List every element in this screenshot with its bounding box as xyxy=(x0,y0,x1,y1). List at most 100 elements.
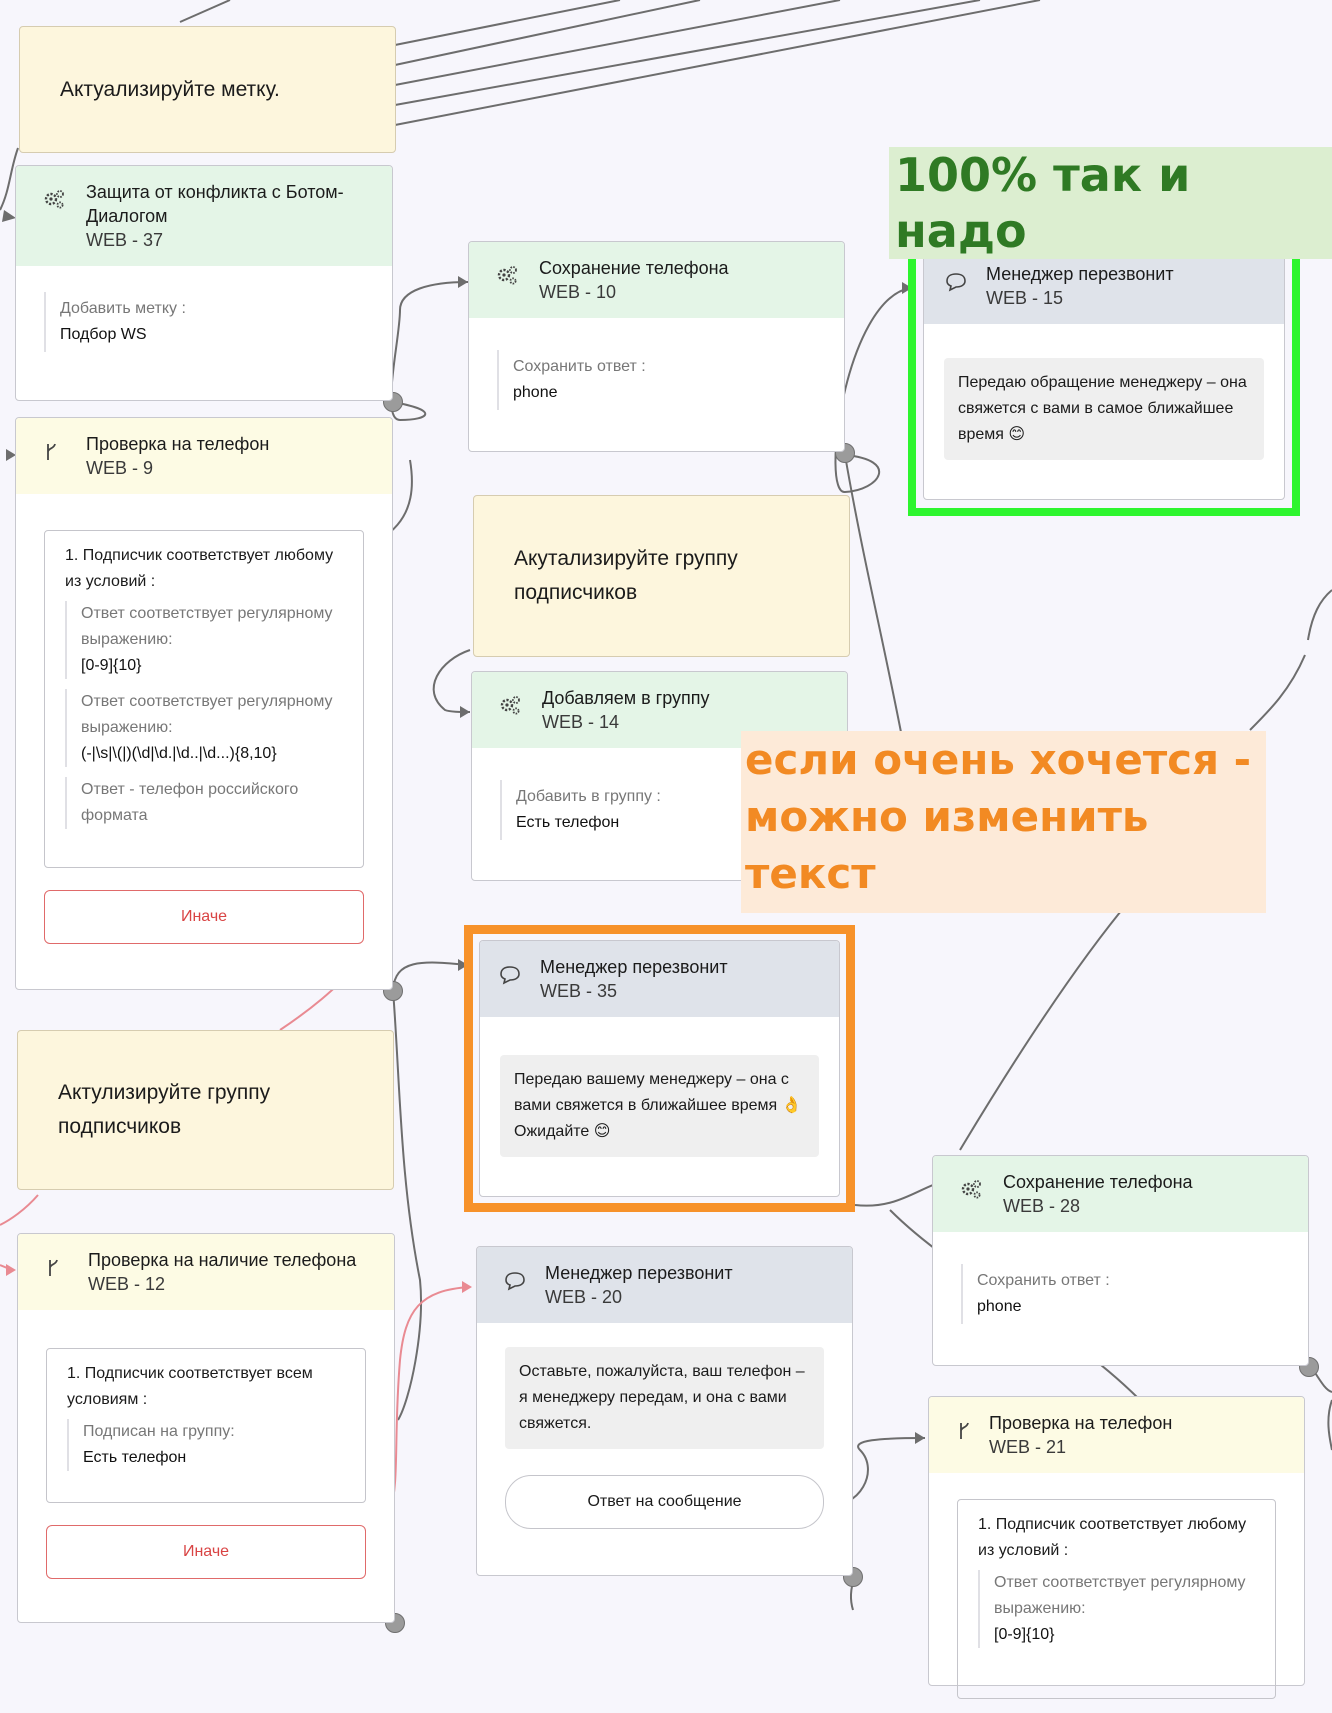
block-header: Сохранение телефона WEB - 10 xyxy=(469,242,844,318)
condition-rule: Ответ соответствует регулярному выражени… xyxy=(978,1570,1255,1648)
wire xyxy=(1249,654,1306,731)
block-web-12[interactable]: Проверка на наличие телефона WEB - 12 1.… xyxy=(17,1233,395,1623)
rule-value: (-|\s|\(|)(\d|\d.|\d..|\d...){8,10} xyxy=(81,745,277,762)
block-code: WEB - 10 xyxy=(539,282,617,302)
block-code: WEB - 12 xyxy=(88,1274,166,1294)
reply-button[interactable]: Ответ на сообщение xyxy=(505,1475,824,1529)
block-web-10[interactable]: Сохранение телефона WEB - 10 Сохранить о… xyxy=(468,241,845,452)
condition-title: 1. Подписчик соответствует всем условиям… xyxy=(67,1365,313,1408)
wire xyxy=(394,0,621,46)
wire xyxy=(394,0,1041,126)
wire xyxy=(1327,1399,1332,1451)
wire xyxy=(432,649,471,713)
else-branch[interactable]: Иначе xyxy=(46,1525,366,1579)
arrow-red xyxy=(6,1264,16,1276)
condition-rule: Ответ соответствует регулярному выражени… xyxy=(65,689,343,767)
block-web-28[interactable]: Сохранение телефона WEB - 28 Сохранить о… xyxy=(932,1155,1309,1366)
field-label: Сохранить ответ : xyxy=(977,1272,1110,1289)
condition-box[interactable]: 1. Подписчик соответствует всем условиям… xyxy=(46,1348,366,1503)
block-title: Проверка на телефон xyxy=(86,434,270,454)
rule-value: [0-9]{10} xyxy=(81,657,142,674)
else-label: Иначе xyxy=(180,908,228,925)
block-title: Менеджер перезвонит xyxy=(540,957,728,977)
wire xyxy=(392,961,469,991)
condition-rule: Ответ соответствует регулярному выражени… xyxy=(65,601,343,679)
arrow-red xyxy=(462,1281,472,1293)
block-header: Менеджер перезвонит WEB - 15 xyxy=(924,248,1284,324)
block-code: WEB - 35 xyxy=(540,981,618,1001)
block-web-15[interactable]: Менеджер перезвонит WEB - 15 Передаю обр… xyxy=(923,247,1285,500)
block-title: Менеджер перезвонит xyxy=(545,1263,733,1283)
condition-rule: Подписан на группу: Есть телефон xyxy=(67,1419,345,1471)
note-text: Актуализируйте метку. xyxy=(60,77,280,101)
arrow xyxy=(2,210,16,222)
else-label: Иначе xyxy=(182,1543,230,1560)
block-web-21[interactable]: Проверка на телефон WEB - 21 1. Подписчи… xyxy=(928,1396,1305,1699)
condition-rule: Ответ - телефон российского формата xyxy=(65,777,343,829)
block-title: Менеджер перезвонит xyxy=(986,264,1174,284)
condition-title: 1. Подписчик соответствует любому из усл… xyxy=(65,547,334,590)
block-header: Менеджер перезвонит WEB - 20 xyxy=(477,1247,852,1323)
block-title: Сохранение телефона xyxy=(1003,1172,1193,1192)
gear-icon xyxy=(44,190,64,209)
condition-box[interactable]: 1. Подписчик соответствует любому из усл… xyxy=(44,530,364,868)
condition-box[interactable]: 1. Подписчик соответствует любому из усл… xyxy=(957,1499,1276,1699)
note-update-group-left[interactable]: Актулизируйте группу подписчиков xyxy=(17,1030,394,1190)
block-code: WEB - 14 xyxy=(542,712,620,732)
field-label: Сохранить ответ : xyxy=(513,358,646,375)
block-web-35[interactable]: Менеджер перезвонит WEB - 35 Передаю ваш… xyxy=(479,940,840,1197)
message-bubble: Передаю обращение менеджеру – она свяжет… xyxy=(944,358,1264,460)
message-bubble: Оставьте, пожалуйста, ваш телефон – я ме… xyxy=(505,1347,824,1449)
block-title: Проверка на наличие телефона xyxy=(88,1250,357,1270)
wire-red xyxy=(0,1194,39,1226)
arrow xyxy=(915,1432,925,1444)
rule-label: Ответ соответствует регулярному выражени… xyxy=(994,1574,1246,1617)
branch-icon xyxy=(960,1422,969,1439)
block-code: WEB - 37 xyxy=(86,230,164,250)
arrow xyxy=(902,282,912,294)
gear-icon xyxy=(497,266,517,285)
note-update-tag[interactable]: Актуализируйте метку. xyxy=(19,26,396,153)
else-branch[interactable]: Иначе xyxy=(44,890,364,944)
block-code: WEB - 28 xyxy=(1003,1196,1081,1216)
branch-icon xyxy=(49,1259,58,1276)
rule-label: Ответ соответствует регулярному выражени… xyxy=(81,693,333,736)
block-title: Проверка на телефон xyxy=(989,1413,1173,1433)
block-code: WEB - 9 xyxy=(86,458,154,478)
note-text: Актулизируйте группу подписчиков xyxy=(58,1081,271,1138)
block-header: Менеджер перезвонит WEB - 35 xyxy=(480,941,839,1017)
wire xyxy=(1307,589,1332,641)
note-update-group[interactable]: Акутализируйте группу подписчиков xyxy=(473,495,850,657)
gear-icon xyxy=(961,1180,981,1199)
wire xyxy=(179,0,231,23)
gear-icon xyxy=(500,696,520,715)
field-value: phone xyxy=(513,384,558,401)
action-field: Добавить в группу : Есть телефон xyxy=(500,780,819,840)
block-title: Защита от конфликта с Ботом-Диалогом xyxy=(86,182,344,226)
wire xyxy=(394,0,841,86)
rule-value: Есть телефон xyxy=(83,1449,187,1466)
block-web-9[interactable]: Проверка на телефон WEB - 9 1. Подписчик… xyxy=(15,417,393,990)
block-web-20[interactable]: Менеджер перезвонит WEB - 20 Оставьте, п… xyxy=(476,1246,853,1576)
condition-title: 1. Подписчик соответствует любому из усл… xyxy=(978,1516,1247,1559)
action-field: Добавить метку : Подбор WS xyxy=(44,292,364,352)
wire xyxy=(392,989,422,1421)
branch-icon xyxy=(47,443,56,460)
speech-bubble-icon xyxy=(505,1272,525,1291)
field-label: Добавить метку : xyxy=(60,300,186,317)
arrow xyxy=(458,959,468,971)
wire xyxy=(959,899,1131,1151)
rule-value: [0-9]{10} xyxy=(994,1626,1055,1643)
block-header: Проверка на наличие телефона WEB - 12 xyxy=(18,1234,394,1310)
reply-label: Ответ на сообщение xyxy=(587,1493,742,1510)
field-value: Есть телефон xyxy=(516,814,620,831)
block-header: Проверка на телефон WEB - 9 xyxy=(16,418,392,494)
block-web-37[interactable]: Защита от конфликта с Ботом-Диалогом WEB… xyxy=(15,165,393,401)
note-text: Акутализируйте группу подписчиков xyxy=(514,547,738,604)
arrow xyxy=(460,706,470,718)
block-code: WEB - 15 xyxy=(986,288,1064,308)
rule-label: Ответ - телефон российского формата xyxy=(81,781,299,824)
speech-bubble-icon xyxy=(500,966,520,985)
block-code: WEB - 21 xyxy=(989,1437,1067,1457)
wire xyxy=(394,0,701,66)
